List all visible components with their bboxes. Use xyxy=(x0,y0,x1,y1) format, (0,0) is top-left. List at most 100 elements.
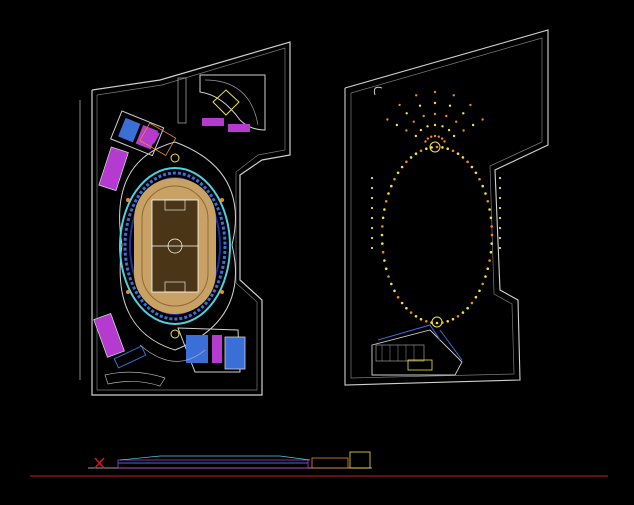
light-fixture xyxy=(435,321,439,325)
light-fixture xyxy=(456,315,460,318)
light-fixture xyxy=(384,267,388,271)
light-fixture xyxy=(419,317,423,321)
fan-light-fixture xyxy=(415,94,418,97)
light-fixture xyxy=(484,275,487,278)
fan-light-fixture xyxy=(462,112,465,115)
fan-light-fixture xyxy=(462,129,465,132)
top-curve xyxy=(373,86,383,96)
light-fixture xyxy=(451,149,455,153)
fan-light-fixture xyxy=(426,137,430,140)
fan-light-fixture xyxy=(455,120,458,123)
side-light-fixture xyxy=(498,226,502,230)
fan-light-fixture xyxy=(437,135,440,138)
light-fixture xyxy=(490,233,494,237)
light-fixture xyxy=(381,250,385,254)
site-plan xyxy=(79,41,291,396)
light-fixture xyxy=(489,216,493,220)
fan-light-fixture xyxy=(447,128,451,132)
fan-light-fixture xyxy=(405,129,408,132)
light-fixture xyxy=(478,177,481,181)
lower-courts xyxy=(177,327,246,373)
light-fixture xyxy=(393,177,396,181)
light-fixture xyxy=(490,242,494,245)
section-end-block xyxy=(349,451,371,469)
fan-light-fixture xyxy=(445,114,448,118)
entry-arc xyxy=(139,344,206,362)
stadium xyxy=(119,141,236,351)
light-fixture xyxy=(456,152,460,155)
fan-light-fixture xyxy=(430,135,433,138)
light-fixture xyxy=(414,315,418,318)
light-fixture xyxy=(383,208,386,211)
light-fixture xyxy=(446,320,450,323)
lighting-plan xyxy=(344,29,549,386)
fan-light-fixture xyxy=(452,94,455,97)
light-fixture xyxy=(409,311,413,314)
side-light-fixture xyxy=(370,246,374,250)
side-light-fixture xyxy=(370,216,374,220)
fan-light-fixture xyxy=(433,134,437,138)
fan-light-fixture xyxy=(419,128,423,132)
fan-light-fixture xyxy=(469,103,472,107)
fan-light-fixture xyxy=(422,114,425,118)
light-fixture xyxy=(396,295,400,299)
top-mast xyxy=(429,141,441,153)
light-fixture xyxy=(478,289,481,293)
side-light-fixture xyxy=(498,206,502,210)
section-stands xyxy=(117,459,309,469)
light-fixture xyxy=(393,289,396,293)
light-fixture xyxy=(414,152,418,155)
fan-light-fixture xyxy=(440,137,444,140)
light-fixture xyxy=(489,250,493,254)
fan-light-fixture xyxy=(418,104,422,107)
light-fixture xyxy=(466,306,469,310)
fan-light-fixture xyxy=(433,90,437,94)
light-fixture-oval xyxy=(370,145,502,325)
light-fixture xyxy=(425,320,428,323)
light-fixture xyxy=(481,282,485,286)
light-fixture-fan xyxy=(386,90,484,143)
upper-parking-strip xyxy=(139,122,177,156)
light-fixture xyxy=(387,192,390,195)
site-boundary-inner xyxy=(96,47,286,391)
light-fixture xyxy=(488,259,491,262)
fan-light-fixture xyxy=(412,120,415,123)
light-fixture xyxy=(381,216,385,220)
fan-light-fixture xyxy=(398,103,401,107)
light-fixture xyxy=(405,306,408,310)
side-light-fixture xyxy=(370,226,374,230)
light-fixture xyxy=(419,149,423,153)
lighting-boundary-inner xyxy=(350,37,543,379)
side-light-fixture xyxy=(498,246,502,250)
fan-light-fixture xyxy=(405,112,408,115)
light-fixture xyxy=(461,311,465,314)
fan-light-fixture xyxy=(424,140,427,143)
light-fixture xyxy=(400,165,404,169)
site-boundary xyxy=(91,41,291,396)
light-fixture xyxy=(470,165,474,169)
fan-light-fixture xyxy=(481,118,484,121)
light-fixture xyxy=(384,200,388,203)
fan-light-fixture xyxy=(386,118,389,121)
light-fixture xyxy=(435,145,439,149)
section-right-block xyxy=(311,457,349,469)
light-fixture xyxy=(390,184,393,188)
fan-light-fixture xyxy=(448,104,452,107)
side-light-fixture xyxy=(498,176,502,180)
side-light-fixture xyxy=(498,216,502,220)
light-fixture xyxy=(405,160,408,164)
light-fixture xyxy=(470,301,474,305)
light-fixture xyxy=(400,301,404,305)
side-light-fixture xyxy=(498,186,502,190)
light-fixture xyxy=(481,184,485,188)
baseball-field xyxy=(177,74,266,132)
light-fixture xyxy=(441,146,444,149)
light-fixture xyxy=(381,225,384,228)
bottom-mast xyxy=(431,316,443,328)
lower-left-building xyxy=(93,312,125,358)
light-fixture xyxy=(486,267,490,271)
light-fixture xyxy=(396,171,400,175)
side-light-fixture xyxy=(370,196,374,200)
